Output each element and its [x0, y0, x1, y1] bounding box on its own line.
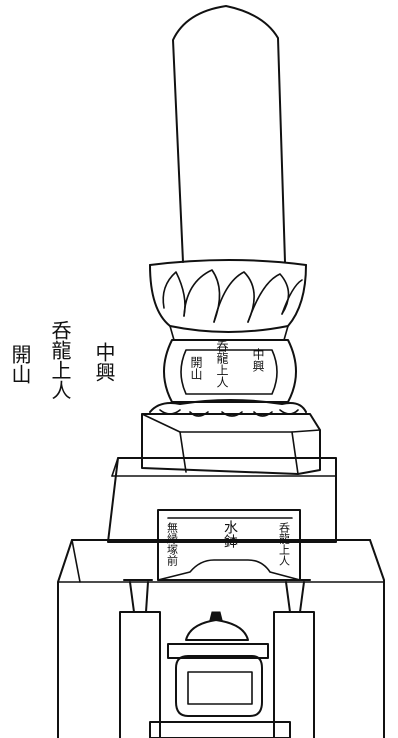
water-basin-left-label: 無縁塚前 [166, 521, 179, 567]
hexagonal-base [141, 413, 321, 475]
side-annotation-column-2: 呑龍上人 [48, 320, 72, 400]
middle-tier [107, 457, 337, 543]
right-flower-vase [273, 579, 315, 738]
side-annotation: 開山 呑龍上人 中興 [8, 320, 116, 400]
stupa-spire [172, 5, 286, 263]
side-annotation-column-3: 中興 [92, 342, 116, 382]
stupa-label-column-3: 中興 [251, 347, 265, 372]
stupa-label-column-1: 開山 [189, 356, 203, 380]
side-annotation-column-1: 開山 [8, 344, 32, 384]
stupa-label-column-2: 呑龍上人 [215, 340, 229, 388]
bottom-tier [57, 539, 385, 738]
lotus-bowl [149, 259, 307, 341]
stupa-body: 開山 呑龍上人 中興 [163, 339, 297, 403]
water-basin: 無縁塚前 水鉢 呑龍上人 [157, 509, 301, 581]
incense-burner [149, 611, 291, 738]
left-flower-vase [119, 579, 161, 738]
water-basin-right-label: 呑龍上人 [278, 522, 291, 566]
water-basin-center-label: 水鉢 [222, 520, 238, 548]
